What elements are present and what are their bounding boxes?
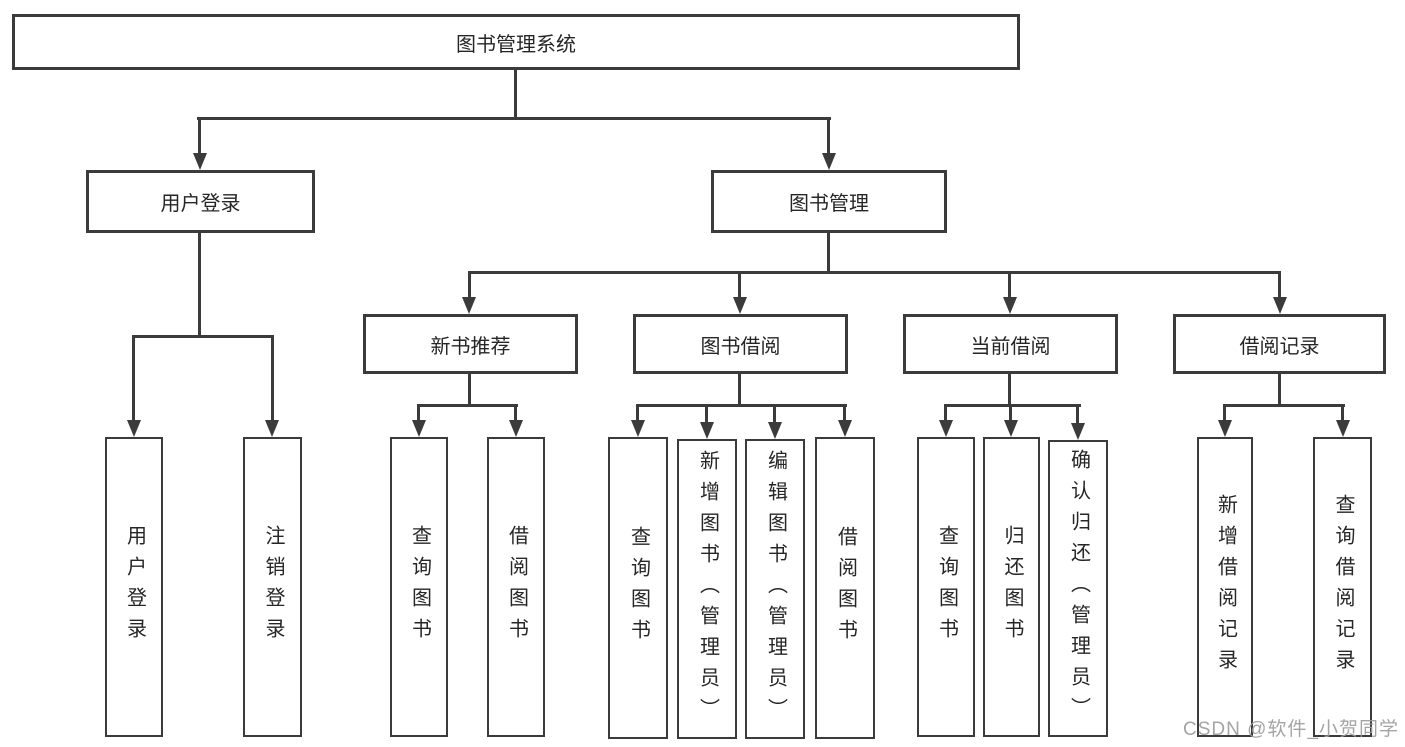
arrow-down-icon bbox=[733, 297, 747, 314]
connector bbox=[773, 404, 776, 424]
node-book-management: 图书管理 bbox=[711, 170, 947, 233]
leaf-label: 查询图书 bbox=[408, 525, 431, 649]
arrow-down-icon bbox=[193, 153, 207, 170]
leaf-label: 用户登录 bbox=[123, 525, 146, 649]
connector bbox=[1008, 374, 1011, 407]
connector bbox=[843, 404, 846, 422]
arrow-down-icon bbox=[127, 420, 141, 437]
node-label: 图书管理系统 bbox=[456, 33, 576, 56]
node-label: 用户登录 bbox=[160, 193, 241, 215]
node-label: 图书管理 bbox=[789, 193, 869, 215]
connector bbox=[132, 335, 135, 421]
connector bbox=[1223, 404, 1345, 407]
leaf-label: 确认归还（管理员） bbox=[1067, 449, 1090, 728]
leaf-label: 借阅图书 bbox=[834, 526, 857, 650]
arrow-down-icon bbox=[1004, 420, 1018, 437]
leaf-label: 借阅图书 bbox=[505, 525, 528, 649]
leaf-current-return-books: 归还图书 bbox=[983, 437, 1040, 737]
csdn-watermark: CSDN @软件_小贺同学 bbox=[1183, 719, 1399, 740]
node-borrow-records: 借阅记录 bbox=[1173, 314, 1386, 374]
connector bbox=[468, 374, 471, 407]
node-current-borrowing: 当前借阅 bbox=[903, 314, 1118, 374]
connector bbox=[944, 404, 947, 422]
arrow-down-icon bbox=[939, 420, 953, 437]
leaf-label: 编辑图书（管理员） bbox=[764, 449, 787, 729]
arrow-down-icon bbox=[1336, 420, 1350, 437]
node-label: 当前借阅 bbox=[970, 335, 1051, 358]
connector bbox=[636, 404, 639, 422]
connector bbox=[1009, 404, 1012, 422]
arrow-down-icon bbox=[631, 420, 645, 437]
leaf-current-query-books: 查询图书 bbox=[917, 437, 975, 737]
arrow-down-icon bbox=[768, 422, 782, 439]
connector bbox=[705, 404, 708, 422]
arrow-down-icon bbox=[462, 297, 476, 314]
leaf-logout: 注销登录 bbox=[243, 437, 302, 737]
leaf-borrow-query-books: 查询图书 bbox=[608, 437, 668, 739]
arrow-down-icon bbox=[1071, 423, 1085, 440]
connector bbox=[514, 70, 517, 120]
node-new-book-recommend: 新书推荐 bbox=[363, 314, 578, 374]
leaf-rec-query-books: 查询图书 bbox=[390, 437, 448, 737]
connector bbox=[514, 404, 517, 422]
node-user-login: 用户登录 bbox=[86, 170, 315, 233]
leaf-current-confirm-return-admin: 确认归还（管理员） bbox=[1048, 440, 1108, 737]
connector bbox=[1278, 271, 1281, 298]
arrow-down-icon bbox=[1218, 420, 1232, 437]
connector bbox=[944, 404, 1081, 407]
leaf-label: 查询借阅记录 bbox=[1332, 494, 1354, 680]
leaf-borrow-borrow-books: 借阅图书 bbox=[815, 437, 875, 739]
leaf-label: 归还图书 bbox=[1001, 525, 1023, 649]
leaf-label: 新增图书（管理员） bbox=[696, 449, 719, 729]
connector bbox=[636, 404, 847, 407]
connector bbox=[468, 271, 1281, 274]
connector bbox=[198, 117, 201, 155]
leaf-label: 新增借阅记录 bbox=[1214, 494, 1237, 680]
node-book-borrowing: 图书借阅 bbox=[633, 314, 848, 374]
leaf-rec-borrow-books: 借阅图书 bbox=[487, 437, 545, 737]
connector bbox=[271, 335, 274, 421]
connector bbox=[827, 233, 830, 274]
connector bbox=[827, 117, 830, 155]
node-label: 图书借阅 bbox=[700, 335, 781, 358]
leaf-records-query-record: 查询借阅记录 bbox=[1313, 437, 1372, 737]
connector bbox=[1278, 374, 1281, 407]
arrow-down-icon bbox=[509, 420, 523, 437]
connector bbox=[738, 374, 741, 407]
connector bbox=[1076, 404, 1079, 424]
node-label: 借阅记录 bbox=[1239, 335, 1320, 358]
leaf-user-login: 用户登录 bbox=[105, 437, 163, 737]
leaf-borrow-edit-books-admin: 编辑图书（管理员） bbox=[745, 439, 805, 739]
leaf-borrow-add-books-admin: 新增图书（管理员） bbox=[677, 439, 737, 739]
leaf-records-add-record: 新增借阅记录 bbox=[1197, 437, 1253, 737]
connector bbox=[132, 335, 274, 338]
arrow-down-icon bbox=[700, 422, 714, 439]
arrow-down-icon bbox=[822, 153, 836, 170]
arrow-down-icon bbox=[1003, 297, 1017, 314]
arrow-down-icon bbox=[838, 420, 852, 437]
connector bbox=[197, 117, 831, 120]
arrow-down-icon bbox=[265, 420, 279, 437]
leaf-label: 查询图书 bbox=[935, 525, 958, 649]
leaf-label: 注销登录 bbox=[262, 525, 284, 649]
node-library-system: 图书管理系统 bbox=[12, 14, 1020, 70]
arrow-down-icon bbox=[412, 420, 426, 437]
connector bbox=[1008, 271, 1011, 298]
connector bbox=[468, 271, 471, 298]
connector bbox=[738, 271, 741, 298]
connector bbox=[1223, 404, 1226, 422]
connector bbox=[417, 404, 420, 422]
connector bbox=[198, 233, 201, 338]
node-label: 新书推荐 bbox=[430, 335, 511, 358]
connector bbox=[417, 404, 518, 407]
connector bbox=[1341, 404, 1344, 422]
arrow-down-icon bbox=[1273, 297, 1287, 314]
leaf-label: 查询图书 bbox=[627, 526, 650, 650]
